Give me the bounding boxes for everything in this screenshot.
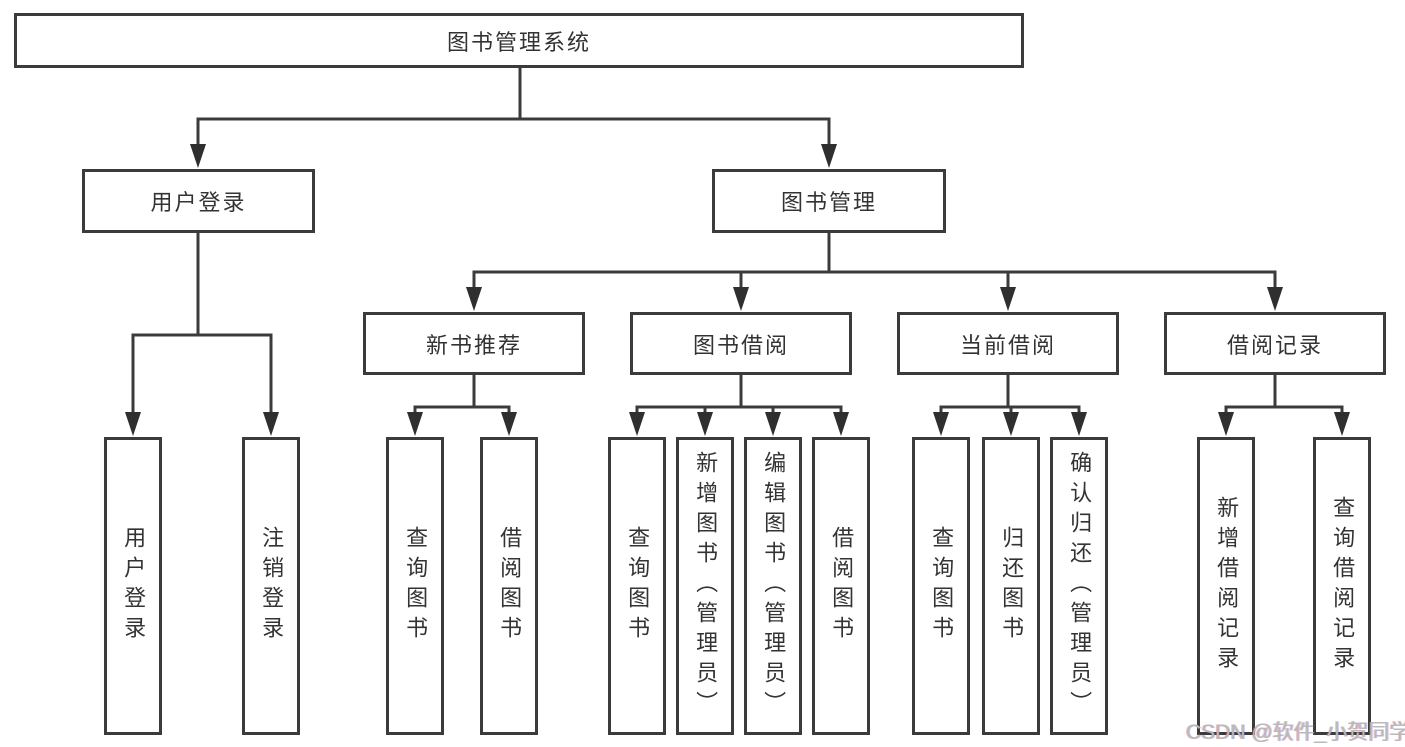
connector-bookmgmt-split (472, 233, 1277, 290)
node-book-borrowing: 图书借阅 (630, 312, 852, 375)
connector-userlogin-split (131, 233, 273, 415)
node-new-book-recommend: 新书推荐 (363, 312, 585, 375)
leaf-current-confirm-return-admin: 确认归还（管理员） (1050, 437, 1108, 735)
leaf-current-query-books: 查询图书 (912, 437, 970, 735)
node-user-login: 用户登录 (82, 169, 315, 233)
node-borrowing-records: 借阅记录 (1164, 312, 1386, 375)
leaf-newbook-query-books: 查询图书 (386, 437, 444, 735)
leaf-records-add-record: 新增借阅记录 (1197, 437, 1255, 735)
connector-root-to-level1 (196, 68, 831, 147)
leaf-logout: 注销登录 (242, 437, 300, 735)
leaf-records-query-record: 查询借阅记录 (1313, 437, 1371, 735)
leaf-user-login: 用户登录 (104, 437, 162, 735)
leaf-borrowing-edit-books-admin: 编辑图书（管理员） (744, 437, 802, 735)
arrowheads (125, 144, 1350, 436)
connector-module-splits (413, 375, 1344, 416)
leaf-current-return-books: 归还图书 (982, 437, 1040, 735)
leaf-borrowing-borrow-books: 借阅图书 (812, 437, 870, 735)
node-current-borrowing: 当前借阅 (897, 312, 1119, 375)
csdn-watermark: CSDN @软件_小贺同学 (1186, 721, 1405, 744)
leaf-newbook-borrow-books: 借阅图书 (480, 437, 538, 735)
node-book-management: 图书管理 (712, 169, 946, 233)
node-library-management-system: 图书管理系统 (14, 13, 1024, 68)
leaf-borrowing-query-books: 查询图书 (608, 437, 666, 735)
leaf-borrowing-add-books-admin: 新增图书（管理员） (676, 437, 734, 735)
